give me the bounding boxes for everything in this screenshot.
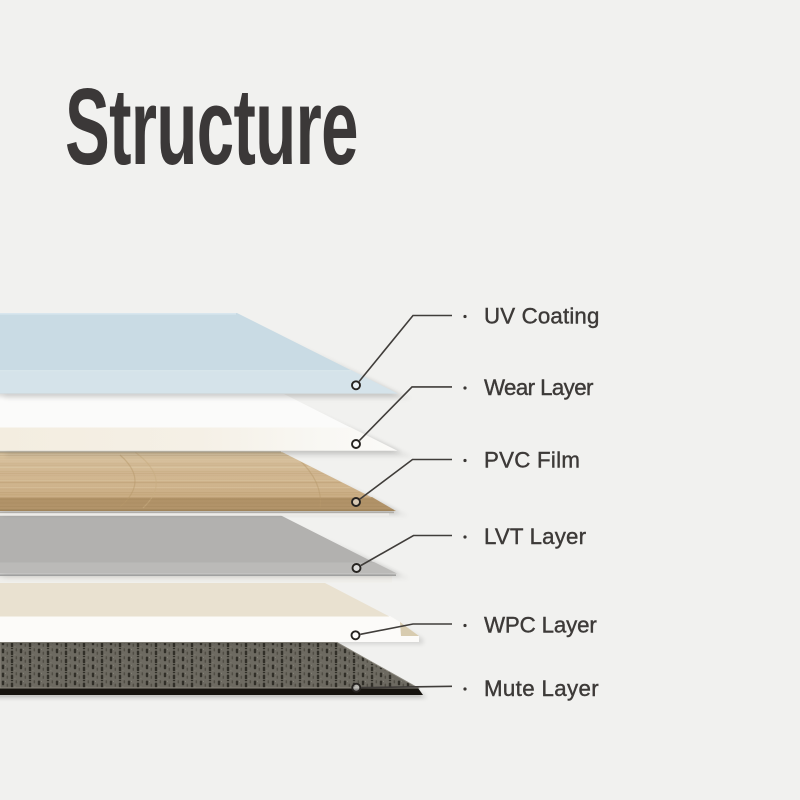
svg-text:LVT Layer: LVT Layer: [484, 524, 587, 549]
svg-text:Structure: Structure: [65, 67, 358, 189]
svg-text:PVC Film: PVC Film: [484, 448, 580, 473]
svg-text:WPC Layer: WPC Layer: [484, 613, 597, 638]
svg-text:Wear Layer: Wear Layer: [484, 375, 594, 400]
svg-text:Mute Layer: Mute Layer: [484, 676, 599, 701]
svg-text:UV Coating: UV Coating: [484, 304, 600, 329]
